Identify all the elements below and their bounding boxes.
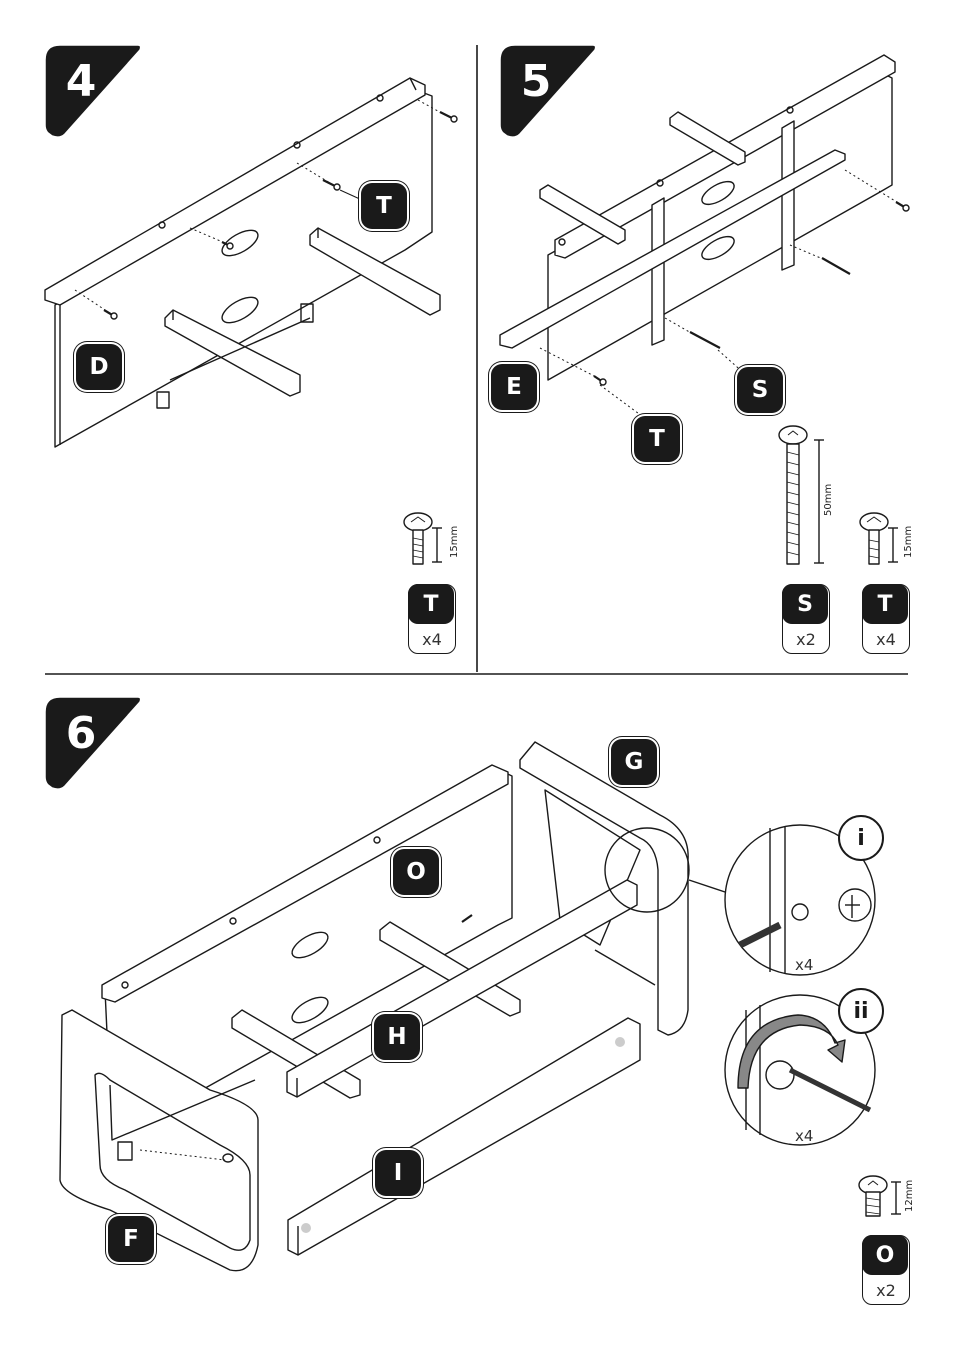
step6-assembly-drawing (59, 741, 901, 1272)
part-tag-S: S (737, 367, 783, 413)
step-6-badge: 6 (45, 697, 141, 793)
hardware-letter: O (862, 1235, 908, 1275)
step-number: 6 (65, 707, 97, 759)
step-number: 4 (65, 55, 97, 107)
hardware-card-T: T x4 (408, 584, 456, 654)
part-tag-T: T (634, 416, 680, 462)
step4-screw-T-icon (403, 512, 442, 565)
hardware-letter: T (862, 584, 908, 624)
part-tag-G: G (611, 739, 657, 785)
dimension-label: 15mm (449, 525, 460, 558)
detail-ii-view (724, 994, 876, 1146)
step-number: 5 (520, 55, 552, 107)
detail-quantity: x4 (795, 956, 814, 974)
hardware-quantity: x2 (876, 1281, 896, 1300)
hardware-letter: S (782, 584, 828, 624)
detail-quantity: x4 (795, 1127, 814, 1145)
step4-panel-drawing (44, 77, 458, 565)
part-tag-E: E (491, 364, 537, 410)
step5-bolt-S-icon (778, 425, 824, 565)
hardware-quantity: x2 (796, 630, 816, 649)
step5-frame-drawing (499, 54, 910, 565)
part-tag-I: I (375, 1150, 421, 1196)
hardware-card-T: T x4 (862, 584, 910, 654)
step5-screw-T-icon (859, 512, 898, 565)
detail-i-view (724, 824, 876, 976)
part-tag-T: T (361, 183, 407, 229)
part-tag-F: F (108, 1216, 154, 1262)
dimension-label: 50mm (823, 483, 834, 516)
part-tag-D: D (76, 344, 122, 390)
part-tag-H: H (374, 1014, 420, 1060)
dimension-label: 12mm (904, 1179, 915, 1212)
detail-label-ii: ii (838, 988, 884, 1034)
hardware-letter: T (408, 584, 454, 624)
hardware-quantity: x4 (422, 630, 442, 649)
hardware-quantity: x4 (876, 630, 896, 649)
hardware-card-O: O x2 (862, 1235, 910, 1305)
step-4-badge: 4 (45, 45, 141, 141)
hardware-card-S: S x2 (782, 584, 830, 654)
detail-label-i: i (838, 815, 884, 861)
step-5-badge: 5 (500, 45, 596, 141)
dimension-label: 15mm (903, 525, 914, 558)
step6-screw-O-icon (858, 1175, 901, 1217)
step-badge-shapes (44, 44, 597, 790)
part-tag-O: O (393, 849, 439, 895)
